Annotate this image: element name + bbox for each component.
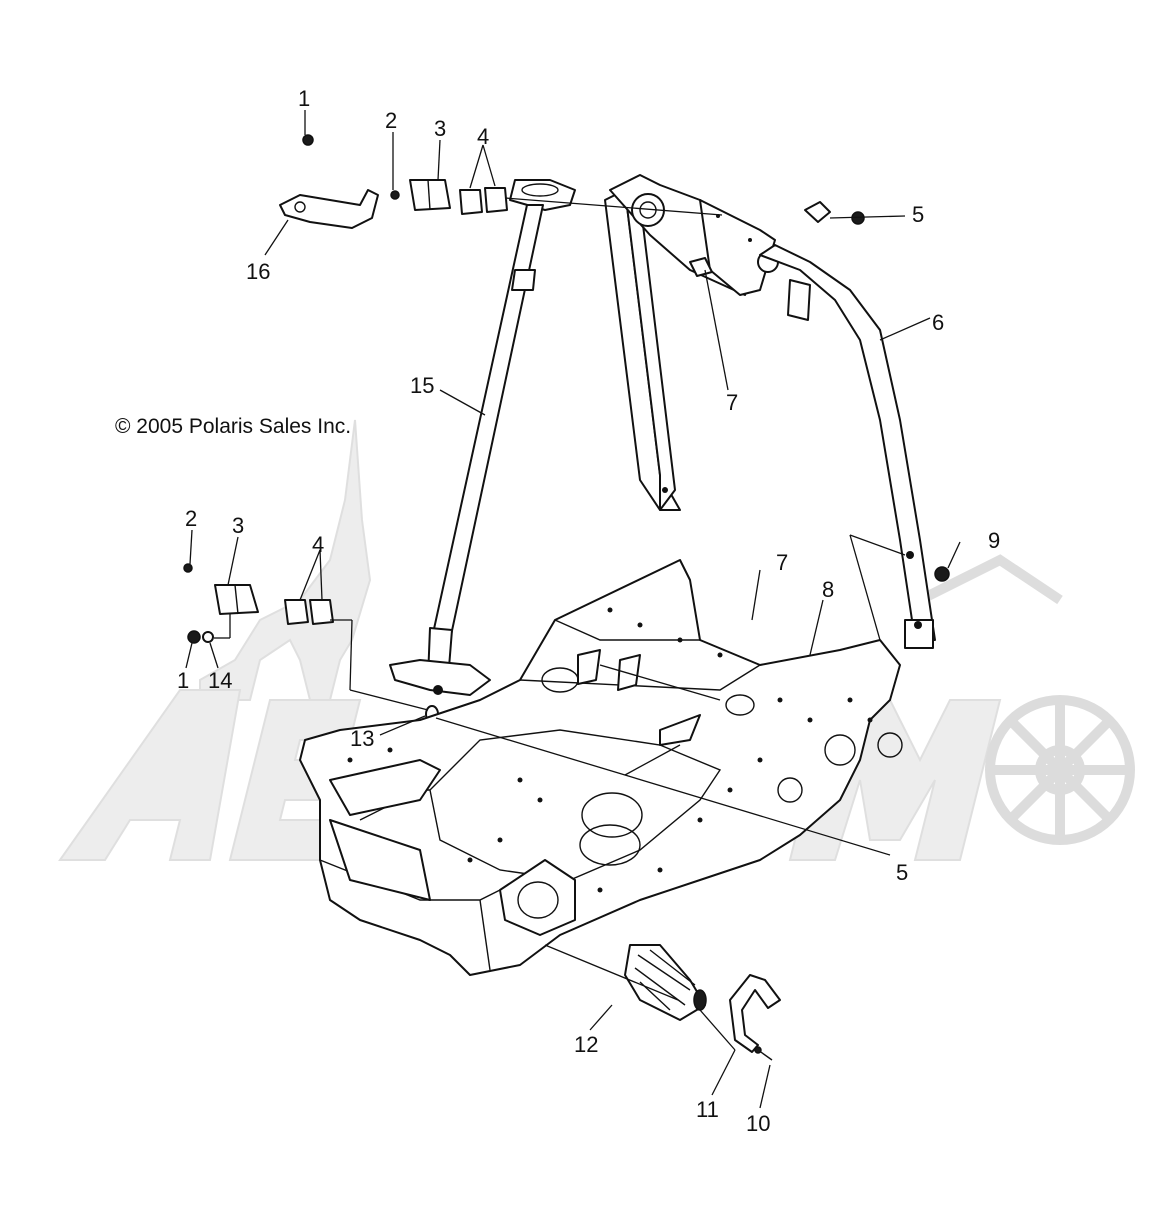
upper-bracket xyxy=(279,134,379,229)
callout-9: 9 xyxy=(988,528,1000,553)
callout-10: 10 xyxy=(746,1111,770,1136)
callout-13: 13 xyxy=(350,726,374,751)
callout-3-upper: 3 xyxy=(434,116,446,141)
callout-12: 12 xyxy=(574,1032,598,1057)
callout-16: 16 xyxy=(246,259,270,284)
upper-clamp-set xyxy=(390,179,508,215)
callout-2-lower: 2 xyxy=(185,506,197,531)
callout-5-upper: 5 xyxy=(912,202,924,227)
boot-and-bracket xyxy=(624,944,781,1061)
callout-6: 6 xyxy=(932,310,944,335)
callout-labels: 1 2 3 4 5 6 7 16 15 9 7 8 2 3 4 1 14 13 … xyxy=(177,86,1000,1136)
callout-7-lower: 7 xyxy=(776,550,788,575)
lower-clamp-set xyxy=(183,563,439,723)
callout-5-lower: 5 xyxy=(896,860,908,885)
callout-11: 11 xyxy=(696,1097,719,1122)
callout-8: 8 xyxy=(822,577,834,602)
callout-4-upper: 4 xyxy=(477,124,489,149)
callout-4-lower: 4 xyxy=(312,532,324,557)
callout-7-upper: 7 xyxy=(726,390,738,415)
callout-15: 15 xyxy=(410,373,434,398)
callout-1-lower: 1 xyxy=(177,668,189,693)
roll-cage xyxy=(604,174,936,649)
steering-column xyxy=(389,179,576,696)
upper-hardware xyxy=(689,211,950,582)
callout-2-upper: 2 xyxy=(385,108,397,133)
copyright-notice: © 2005 Polaris Sales Inc. xyxy=(115,415,351,438)
callout-3-lower: 3 xyxy=(232,513,244,538)
leader-lines xyxy=(185,110,961,1109)
callout-14: 14 xyxy=(208,668,232,693)
callout-1-upper: 1 xyxy=(298,86,310,111)
